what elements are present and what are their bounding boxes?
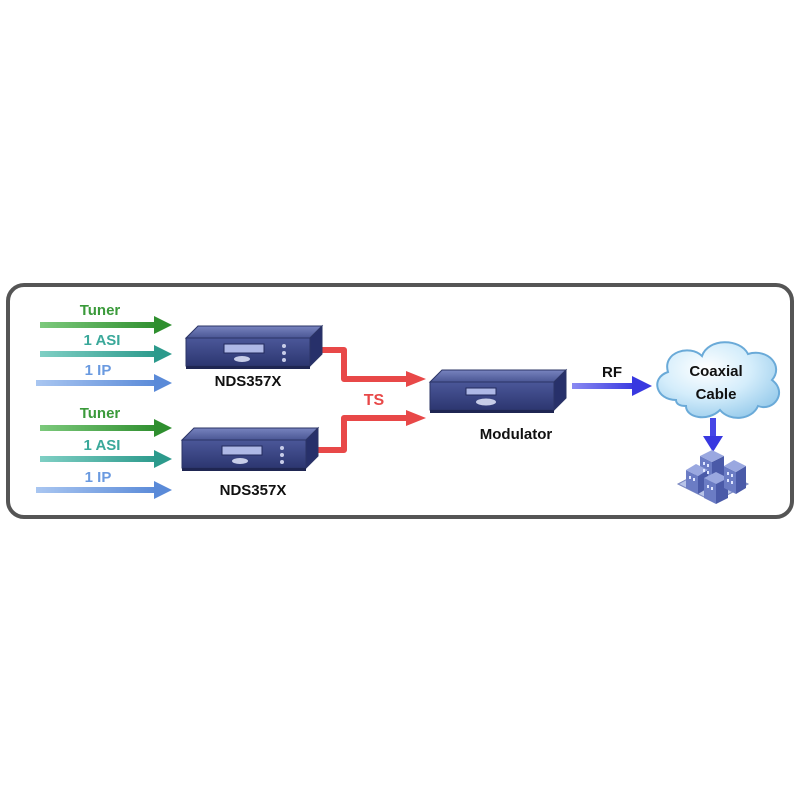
ts-path-bottom [318,410,426,453]
cloud-label-line2: Cable [696,386,737,403]
asi-label-bottom: 1 ASI [84,437,121,454]
asi-arrow-top [40,345,172,363]
encoder-label-bottom: NDS357X [220,482,287,499]
asi-arrow-bottom [40,450,172,468]
rf-label: RF [602,364,622,381]
tuner-arrow-top [40,316,172,334]
encoder-label-top: NDS357X [215,373,282,390]
ip-label-bottom: 1 IP [85,469,112,486]
diagram-frame [6,283,794,519]
modulator-device [429,369,567,414]
asi-label-top: 1 ASI [84,332,121,349]
rf-arrow [572,376,652,396]
tuner-label-bottom: Tuner [80,405,121,422]
modulator-label: Modulator [480,426,553,443]
buildings-icon [676,450,750,504]
cloud-icon [656,341,780,419]
encoder-device-bottom [181,427,319,472]
ip-arrow-top [36,374,172,392]
ts-path-top [318,347,426,387]
ip-arrow-bottom [36,481,172,499]
ts-label: TS [364,392,385,409]
cloud-label-line1: Coaxial [689,363,742,380]
ip-label-top: 1 IP [85,362,112,379]
tuner-label-top: Tuner [80,302,121,319]
encoder-device-top [185,325,323,370]
tuner-arrow-bottom [40,419,172,437]
coax-down-arrow [703,418,723,452]
